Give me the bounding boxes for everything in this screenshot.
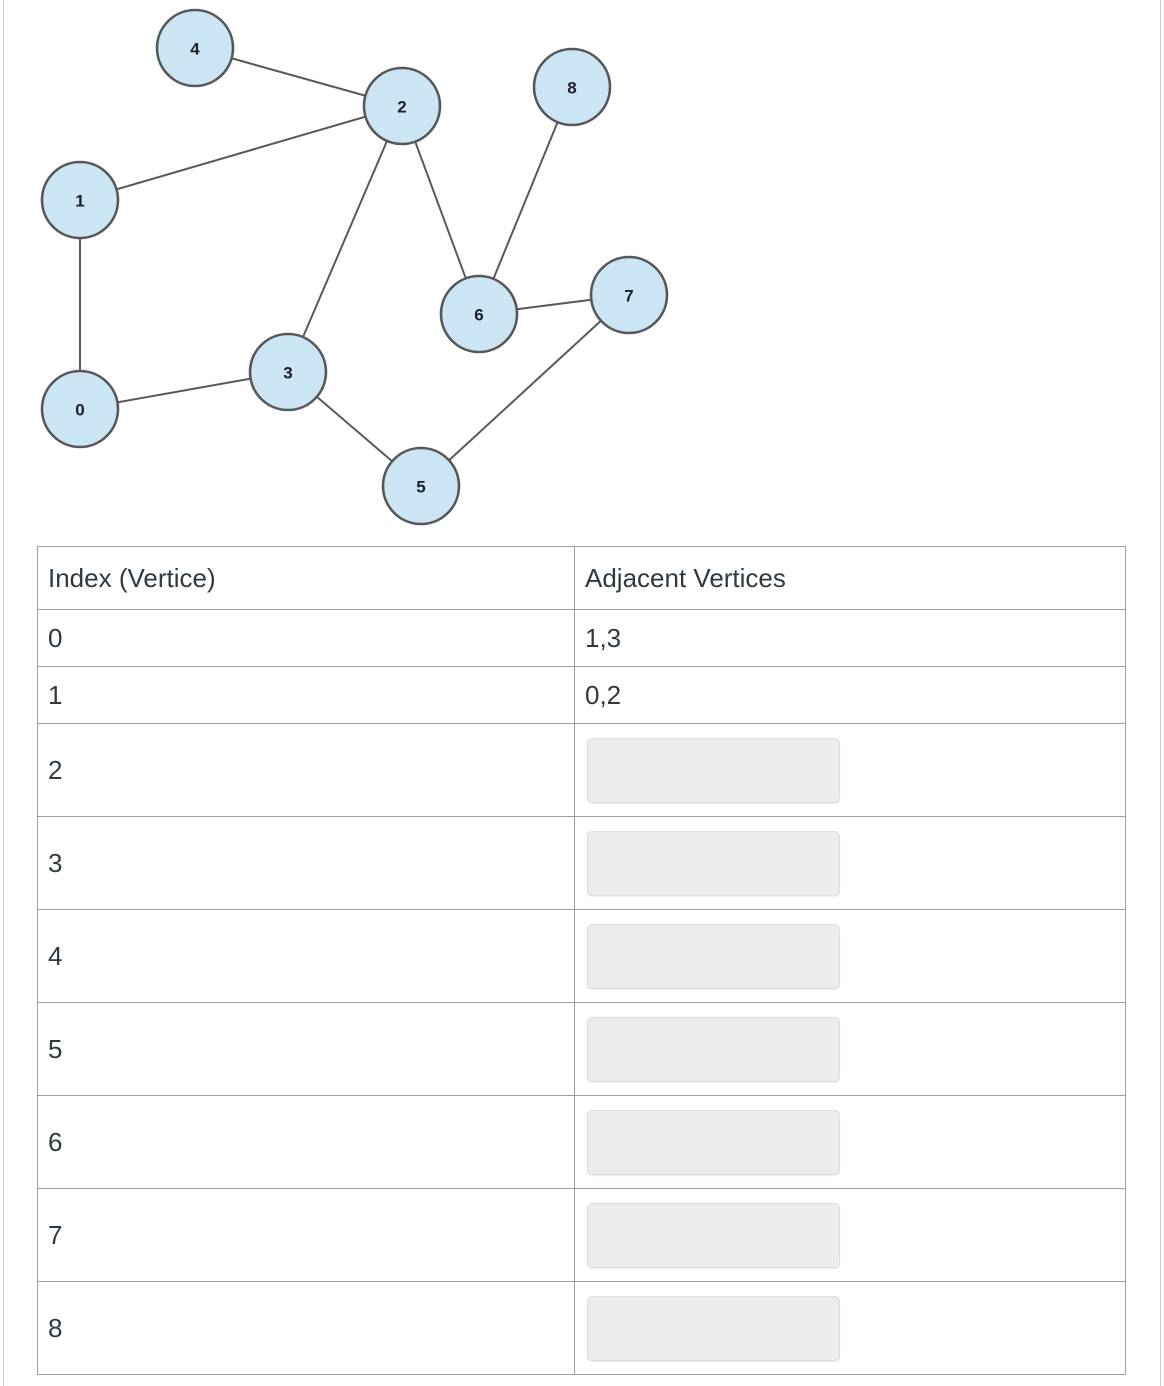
page-right-rule bbox=[1160, 0, 1161, 1386]
graph-edge-1-2 bbox=[115, 115, 367, 191]
graph-svg: 0 1 2 3 4 5 6 7 8 bbox=[40, 8, 669, 526]
graph-edge-2-6 bbox=[413, 140, 468, 280]
graph-edge-6-7 bbox=[515, 298, 593, 311]
graph-node-circle-1 bbox=[40, 160, 120, 240]
graph-node-circle-5 bbox=[381, 446, 461, 526]
table-head: Index (Vertice) Adjacent Vertices bbox=[37, 546, 1126, 610]
graph-node-5: 5 bbox=[381, 446, 461, 526]
adjacent-vertices-input-8[interactable] bbox=[587, 1295, 840, 1361]
graph-node-label-7: 7 bbox=[624, 287, 633, 306]
graph-edge-5-7 bbox=[447, 319, 603, 462]
cell-index-7: 7 bbox=[37, 1188, 575, 1282]
graph-edge-3-5 bbox=[315, 395, 394, 463]
table-row: 7 bbox=[37, 1188, 1126, 1282]
cell-index-6: 6 bbox=[37, 1095, 575, 1189]
cell-index-8: 8 bbox=[37, 1281, 575, 1375]
graph-node-circle-6 bbox=[439, 274, 519, 354]
graph-node-1: 1 bbox=[40, 160, 120, 240]
table-row: 6 bbox=[37, 1095, 1126, 1189]
graph-node-circle-2 bbox=[362, 66, 442, 146]
graph-node-label-3: 3 bbox=[283, 364, 292, 383]
cell-adjacent-1: 0,2 bbox=[574, 666, 1126, 724]
cell-index-1: 1 bbox=[37, 666, 575, 724]
page-left-rule bbox=[3, 0, 4, 1386]
graph-edge-4-2 bbox=[230, 57, 367, 97]
graph-node-circle-8 bbox=[532, 47, 612, 127]
graph-node-label-5: 5 bbox=[416, 478, 425, 497]
cell-adjacent-6 bbox=[574, 1095, 1126, 1189]
graph-node-label-4: 4 bbox=[190, 40, 200, 59]
cell-adjacent-5 bbox=[574, 1002, 1126, 1096]
cell-adjacent-0: 1,3 bbox=[574, 609, 1126, 667]
cell-index-3: 3 bbox=[37, 816, 575, 910]
cell-adjacent-7 bbox=[574, 1188, 1126, 1282]
graph-node-6: 6 bbox=[439, 274, 519, 354]
adjacent-vertices-input-4[interactable] bbox=[587, 923, 840, 989]
table-row: 8 bbox=[37, 1281, 1126, 1375]
table-row: 4 bbox=[37, 909, 1126, 1003]
table-row: 3 bbox=[37, 816, 1126, 910]
column-header-adjacent: Adjacent Vertices bbox=[574, 546, 1126, 610]
graph-node-label-2: 2 bbox=[397, 98, 406, 117]
graph-edge-3-2 bbox=[301, 139, 389, 339]
adjacent-vertices-input-7[interactable] bbox=[587, 1202, 840, 1268]
graph-node-circle-4 bbox=[155, 8, 235, 88]
graph-edge-0-3 bbox=[116, 377, 252, 404]
graph-node-3: 3 bbox=[248, 332, 328, 412]
graph-node-8: 8 bbox=[532, 47, 612, 127]
graph-node-circle-7 bbox=[589, 255, 669, 335]
graph-node-0: 0 bbox=[40, 369, 120, 449]
table-row: 2 bbox=[37, 723, 1126, 817]
adjacent-vertices-input-5[interactable] bbox=[587, 1016, 840, 1082]
graph-diagram: 0 1 2 3 4 5 6 7 8 bbox=[0, 0, 1164, 536]
cell-index-0: 0 bbox=[37, 609, 575, 667]
cell-adjacent-4 bbox=[574, 909, 1126, 1003]
graph-node-label-1: 1 bbox=[75, 192, 84, 211]
cell-adjacent-8 bbox=[574, 1281, 1126, 1375]
graph-node-7: 7 bbox=[589, 255, 669, 335]
graph-node-circle-3 bbox=[248, 332, 328, 412]
table-row: 5 bbox=[37, 1002, 1126, 1096]
edge-layer bbox=[79, 57, 603, 463]
graph-node-label-6: 6 bbox=[474, 306, 483, 325]
adjacent-vertices-input-6[interactable] bbox=[587, 1109, 840, 1175]
cell-index-2: 2 bbox=[37, 723, 575, 817]
graph-node-label-8: 8 bbox=[567, 79, 576, 98]
graph-node-circle-0 bbox=[40, 369, 120, 449]
cell-index-4: 4 bbox=[37, 909, 575, 1003]
graph-node-label-0: 0 bbox=[75, 401, 84, 420]
graph-node-4: 4 bbox=[155, 8, 235, 88]
cell-index-5: 5 bbox=[37, 1002, 575, 1096]
cell-adjacent-3 bbox=[574, 816, 1126, 910]
adjacent-vertices-input-2[interactable] bbox=[587, 737, 840, 803]
table-header-row: Index (Vertice) Adjacent Vertices bbox=[37, 546, 1126, 610]
graph-node-2: 2 bbox=[362, 66, 442, 146]
adjacent-vertices-input-3[interactable] bbox=[587, 830, 840, 896]
cell-adjacent-2 bbox=[574, 723, 1126, 817]
node-layer: 0 1 2 3 4 5 6 7 8 bbox=[40, 8, 669, 526]
column-header-index: Index (Vertice) bbox=[37, 546, 575, 610]
graph-edge-8-6 bbox=[492, 120, 559, 281]
